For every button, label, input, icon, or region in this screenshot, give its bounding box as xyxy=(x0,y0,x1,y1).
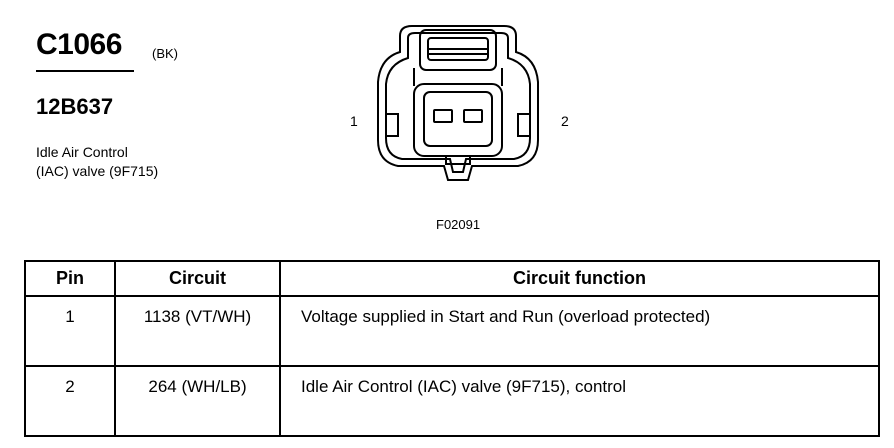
cell-circuit: 264 (WH/LB) xyxy=(114,365,281,437)
description-line: (IAC) valve (9F715) xyxy=(36,163,159,179)
header-circuit: Circuit xyxy=(114,260,281,297)
connector-code: C1066 xyxy=(36,28,122,61)
connector-color: (BK) xyxy=(152,46,178,61)
cell-pin: 1 xyxy=(24,295,116,367)
figure-id: F02091 xyxy=(436,217,481,232)
table-row: 1 1138 (VT/WH) Voltage supplied in Start… xyxy=(24,295,880,367)
cell-function: Voltage supplied in Start and Run (overl… xyxy=(279,295,880,367)
cell-circuit: 1138 (VT/WH) xyxy=(114,295,281,367)
header-pin: Pin xyxy=(24,260,116,297)
housing-outline xyxy=(377,25,539,181)
terminal-cavity-outer xyxy=(413,83,503,157)
description-line: Idle Air Control xyxy=(36,144,128,160)
side-key-right xyxy=(517,113,530,137)
latch-outer xyxy=(419,29,497,71)
table-row: 2 264 (WH/LB) Idle Air Control (IAC) val… xyxy=(24,365,880,437)
bottom-tab xyxy=(445,156,471,165)
cell-function: Idle Air Control (IAC) valve (9F715), co… xyxy=(279,365,880,437)
code-underline xyxy=(36,70,134,72)
connector-face-diagram xyxy=(377,25,539,181)
part-number: 12B637 xyxy=(36,94,114,119)
terminal-cavity-inner xyxy=(423,91,493,147)
housing-inner-outline xyxy=(385,32,531,173)
pin-label-2: 2 xyxy=(561,113,569,129)
component-description: Idle Air Control (IAC) valve (9F715) xyxy=(36,143,158,181)
table-header-row: Pin Circuit Circuit function xyxy=(24,260,880,297)
pinout-table: Pin Circuit Circuit function 1 1138 (VT/… xyxy=(24,260,880,437)
pin-label-1: 1 xyxy=(350,113,358,129)
terminal-pin-1 xyxy=(433,109,453,123)
cell-pin: 2 xyxy=(24,365,116,437)
side-key-left xyxy=(386,113,399,137)
header-circuit-function: Circuit function xyxy=(279,260,880,297)
terminal-pin-2 xyxy=(463,109,483,123)
